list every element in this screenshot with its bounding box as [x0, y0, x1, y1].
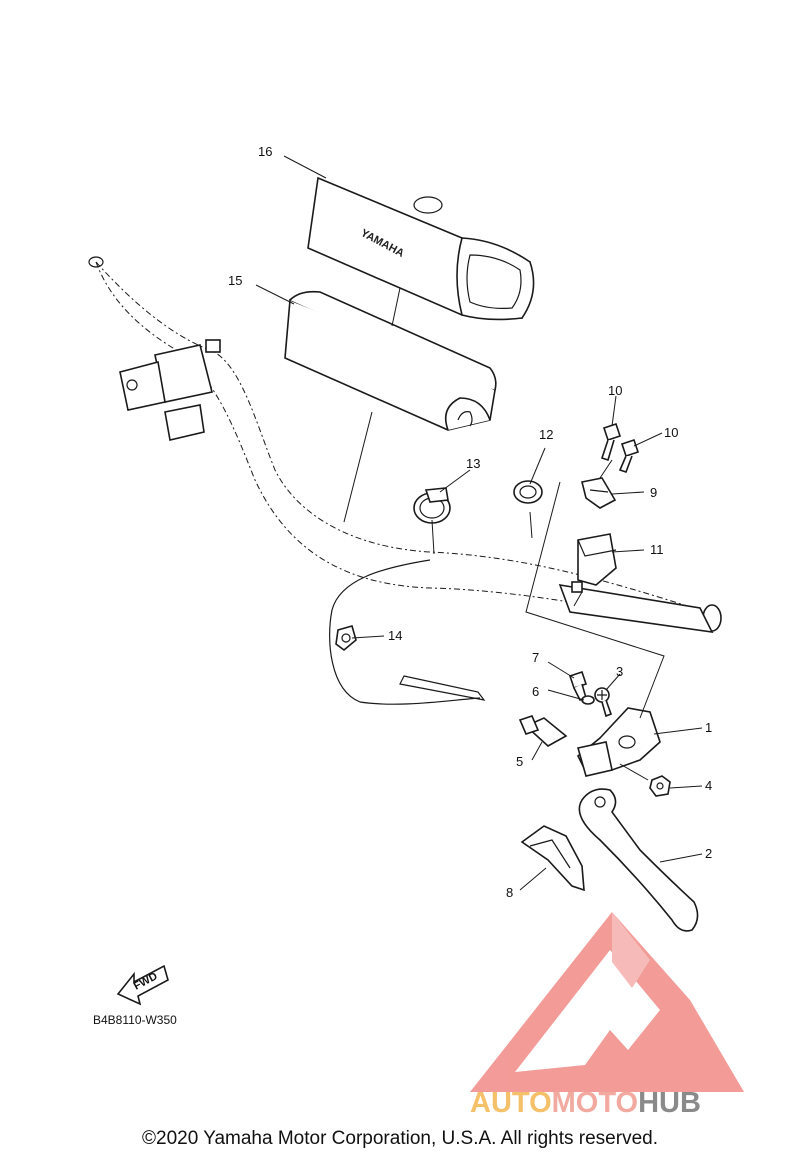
clutch-lever — [578, 788, 699, 932]
callout-10a: 10 — [608, 383, 622, 398]
callout-16: 16 — [258, 144, 272, 159]
callout-leaders — [255, 155, 703, 891]
callout-11: 11 — [650, 542, 664, 557]
copyright-notice: ©2020 Yamaha Motor Corporation, U.S.A. A… — [142, 1128, 658, 1149]
watermark-text: AUTOMOTOHUB — [470, 1087, 701, 1119]
callout-2: 2 — [705, 846, 712, 861]
callout-7: 7 — [532, 650, 539, 665]
fwd-arrow-icon: FWD — [116, 964, 169, 1006]
assembly-frame — [343, 287, 665, 781]
callout-12: 12 — [539, 427, 553, 442]
handlebar-pad-foam — [284, 290, 497, 431]
callout-3: 3 — [616, 664, 623, 679]
washer-6 — [581, 695, 595, 705]
handlebar-pad-cover: YAMAHA — [307, 176, 535, 321]
handlebar — [88, 256, 722, 634]
watermark-logo-icon — [470, 912, 744, 1092]
adjuster-bolt — [518, 715, 568, 747]
watermark-hub: HUB — [638, 1087, 701, 1119]
callout-14: 14 — [388, 628, 402, 643]
bolt-7 — [568, 670, 588, 701]
callout-9: 9 — [650, 485, 657, 500]
lever-cover — [520, 825, 585, 892]
callout-13: 13 — [466, 456, 480, 471]
diagram-code: B4B8110-W350 — [93, 1013, 177, 1027]
callout-8: 8 — [506, 885, 513, 900]
nut-4 — [649, 775, 671, 797]
clamp-band — [413, 487, 451, 524]
switch-housing — [571, 533, 617, 593]
screw-10b — [618, 438, 640, 474]
callout-6: 6 — [532, 684, 539, 699]
watermark-auto: AUTO — [470, 1087, 552, 1119]
cable-band — [513, 480, 543, 504]
callout-15: 15 — [228, 273, 242, 288]
lever-holder — [576, 707, 661, 777]
callout-5: 5 — [516, 754, 523, 769]
screw-3 — [594, 687, 613, 718]
holder-part — [581, 477, 617, 509]
callout-10b: 10 — [664, 425, 678, 440]
screw-10a — [600, 422, 622, 462]
clutch-cable — [329, 559, 486, 705]
callout-4: 4 — [705, 778, 712, 793]
left-clamp-assembly — [119, 339, 221, 441]
callout-1: 1 — [705, 720, 712, 735]
callout-labels: 1 2 3 4 5 6 7 8 9 10 10 11 12 13 14 15 1… — [228, 144, 712, 900]
watermark-moto: MOTO — [552, 1087, 638, 1119]
